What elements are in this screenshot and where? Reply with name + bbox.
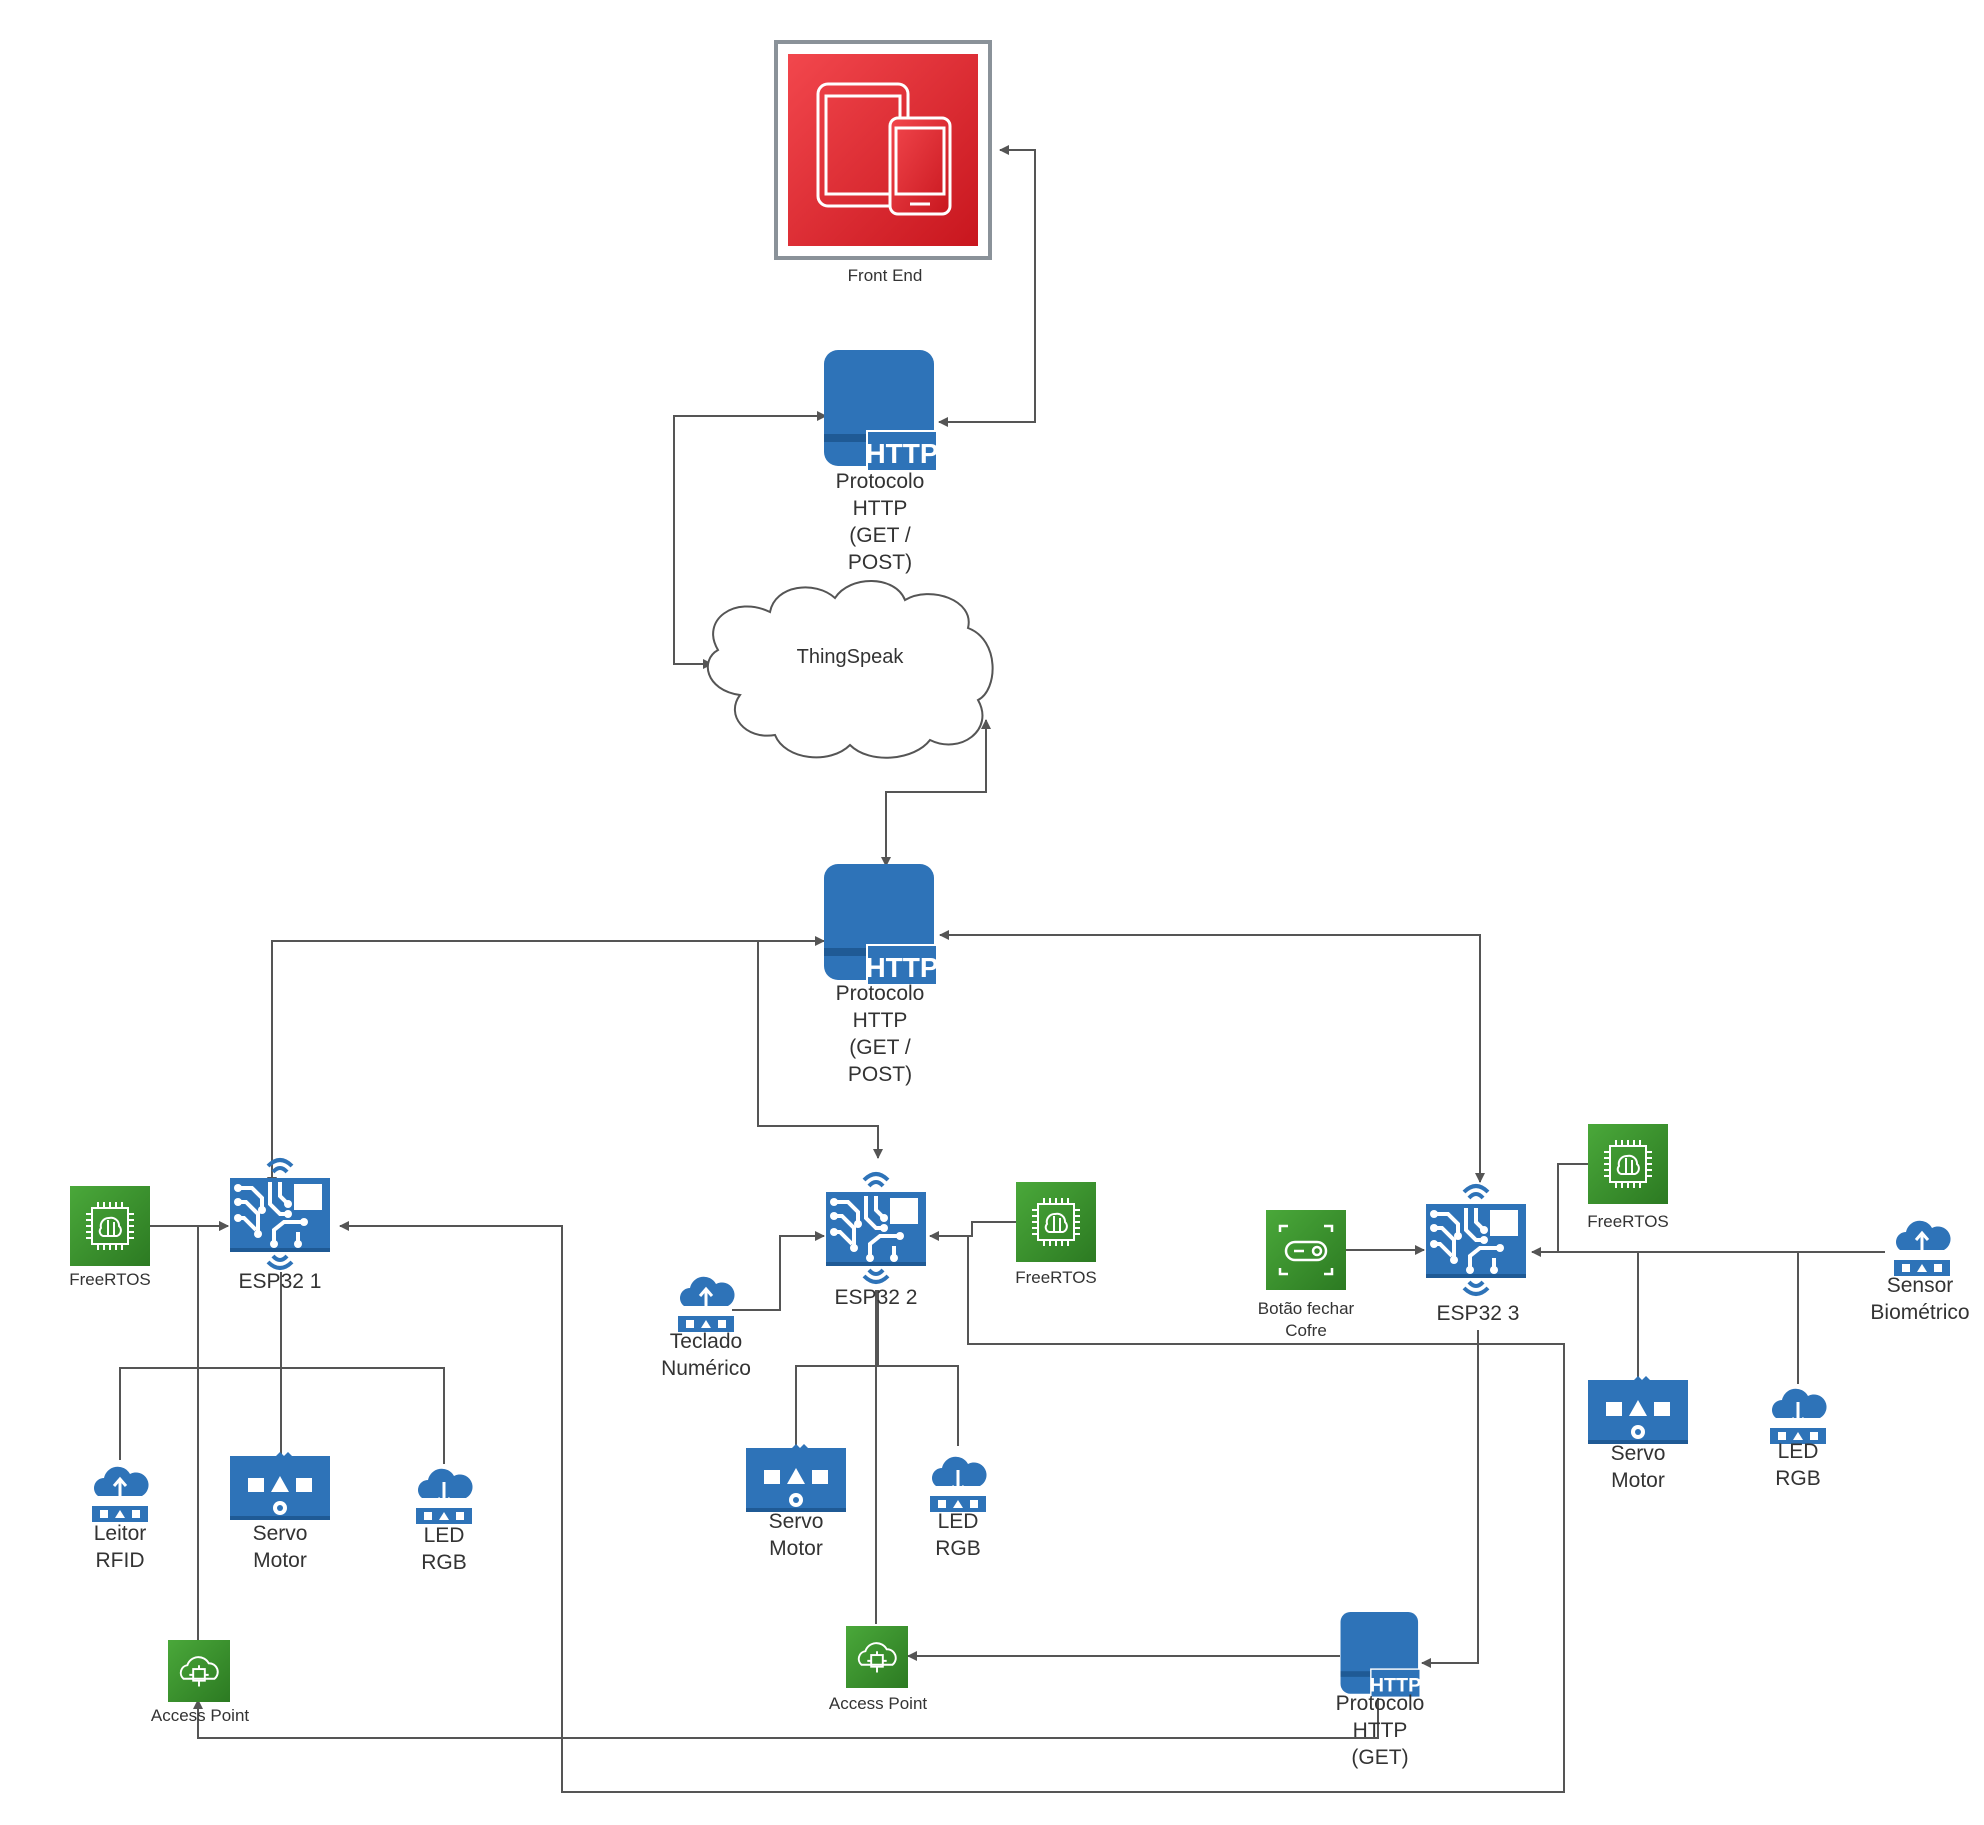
http-bottom-label: Protocolo HTTP (GET) — [1335, 1692, 1425, 1769]
connector-keypad-esp2 — [732, 1231, 825, 1311]
biometric-sensor-icon — [1892, 1219, 1953, 1278]
freertos-label-1: FreeRTOS — [69, 1270, 151, 1289]
connector-http-esp2 — [757, 940, 883, 1159]
connector-cloud-http-mid — [881, 719, 991, 867]
connector-loop-esp1 — [339, 1221, 1565, 1793]
freertos-chip-icon-1 — [70, 1186, 150, 1266]
connector-rtos3-esp3 — [1531, 1163, 1588, 1257]
connector-rtos2-esp2 — [929, 1221, 1016, 1241]
access-point-label-1: Access Point — [150, 1706, 250, 1725]
thingspeak-cloud — [706, 580, 994, 759]
http-top-label: Protocolo HTTP (GET / POST) — [835, 470, 925, 574]
biometric-sensor-label: Sensor Biométrico — [1870, 1274, 1970, 1324]
led-rgb-label-1: LED RGB — [421, 1524, 467, 1574]
led-rgb-icon-1 — [414, 1467, 475, 1526]
led-rgb-icon-2 — [928, 1455, 989, 1514]
rfid-reader-label: Leitor RFID — [93, 1522, 147, 1572]
connector-frontend-http — [938, 145, 1036, 427]
thingspeak-label: ThingSpeak — [796, 646, 904, 668]
http-protocol-icon-bottom — [1340, 1612, 1422, 1698]
connector-esp1-rfid — [119, 1272, 282, 1460]
numeric-keypad-label: Teclado Numérico — [661, 1330, 751, 1380]
esp32-2-label: ESP32 2 — [834, 1286, 918, 1309]
connector-esp3-http-bottom — [1421, 1330, 1479, 1668]
access-point-icon-2 — [846, 1626, 908, 1688]
connector-ap1-esp1 — [197, 1221, 229, 1640]
freertos-chip-icon-3 — [1588, 1124, 1668, 1204]
servo-motor-label-1: Servo Motor — [252, 1522, 308, 1572]
http-protocol-icon-mid — [824, 864, 938, 986]
esp32-2-board-icon — [824, 1172, 928, 1284]
mobile-devices-icon — [816, 82, 952, 216]
access-point-label-2: Access Point — [828, 1694, 928, 1713]
servo-motor-label-3: Servo Motor — [1610, 1442, 1666, 1492]
http-mid-label: Protocolo HTTP (GET / POST) — [835, 982, 925, 1086]
connector-esp2-led — [878, 1365, 959, 1446]
connector-esp1-led — [281, 1367, 445, 1464]
numeric-keypad-icon — [676, 1275, 737, 1334]
servo-motor-icon-2 — [746, 1444, 846, 1512]
connector-esp2-servo — [795, 1290, 879, 1446]
freertos-chip-icon-2 — [1016, 1182, 1096, 1262]
led-rgb-label-2: LED RGB — [935, 1510, 981, 1560]
connector-http-bottom-ap1 — [193, 1690, 1379, 1739]
esp32-3-label: ESP32 3 — [1436, 1302, 1520, 1325]
led-rgb-icon-3 — [1768, 1387, 1829, 1446]
led-rgb-label-3: LED RGB — [1775, 1440, 1821, 1490]
freertos-label-2: FreeRTOS — [1015, 1268, 1097, 1287]
connector-http-cloud — [673, 411, 827, 669]
http-protocol-icon-top — [824, 350, 938, 472]
servo-motor-icon-3 — [1588, 1376, 1688, 1444]
access-point-icon-1 — [168, 1640, 230, 1702]
close-safe-button-icon — [1266, 1210, 1346, 1290]
connector-http-esp1 — [267, 936, 825, 1187]
esp32-1-board-icon — [228, 1158, 332, 1270]
connector-http-esp3 — [939, 930, 1485, 1183]
servo-motor-label-2: Servo Motor — [768, 1510, 824, 1560]
freertos-label-3: FreeRTOS — [1587, 1212, 1669, 1231]
esp32-3-board-icon — [1424, 1184, 1528, 1296]
frontend-node — [774, 40, 992, 260]
rfid-reader-icon — [90, 1465, 151, 1524]
servo-motor-icon-1 — [230, 1452, 330, 1520]
esp32-1-label: ESP32 1 — [238, 1270, 322, 1293]
connectors — [119, 145, 1885, 1793]
close-safe-button-label: Botão fechar Cofre — [1257, 1299, 1355, 1340]
frontend-label: Front End — [847, 266, 923, 285]
